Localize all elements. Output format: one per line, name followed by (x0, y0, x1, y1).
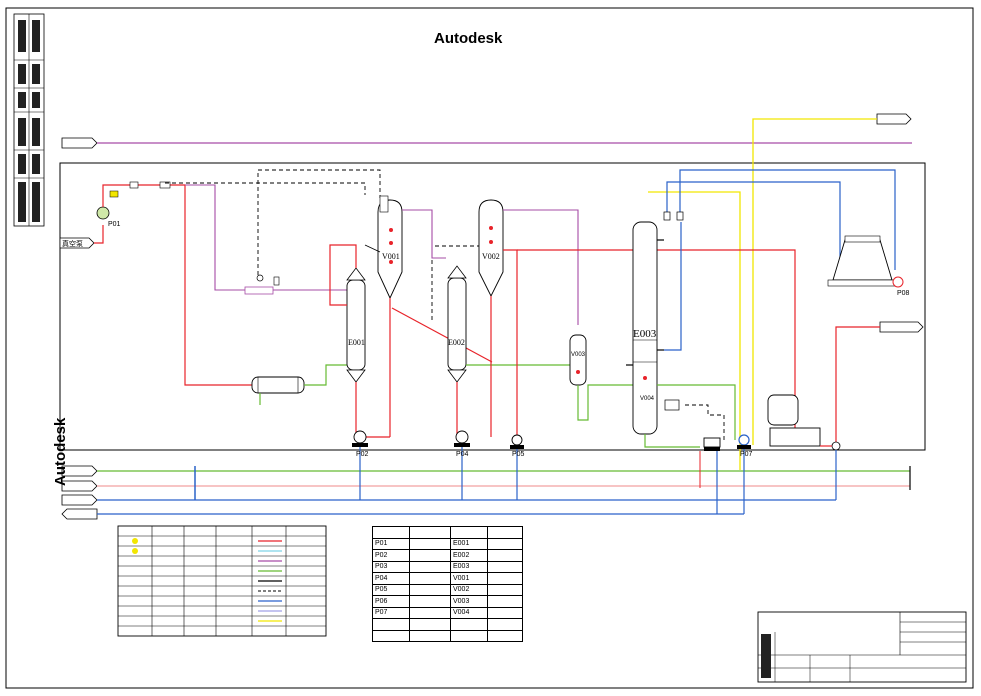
table-cell: P06 (372, 595, 410, 608)
table-cell: P02 (372, 549, 410, 562)
label-e003: E003 (633, 328, 657, 340)
side-title: Autodesk (52, 417, 69, 486)
table-cell (409, 537, 451, 550)
cooling-water-loop (664, 169, 896, 351)
vessel-e003 (626, 221, 736, 448)
table-cell (409, 595, 451, 608)
label-p05: P05 (512, 451, 525, 458)
table-cell (409, 606, 451, 619)
label-p04: P04 (456, 451, 469, 458)
table-cell: P05 (372, 583, 410, 596)
vessel-v003 (569, 334, 636, 421)
label-p07: P07 (740, 451, 753, 458)
table-cell (409, 629, 451, 642)
label-v003: V003 (571, 352, 586, 358)
table-cell: E003 (450, 560, 488, 573)
table-row: P04 V001 (372, 572, 523, 585)
label-p02: P02 (356, 451, 369, 458)
table-row: P02 E002 (372, 549, 523, 562)
vessel-v002 (478, 199, 796, 440)
table-cell (450, 629, 488, 642)
header-cell (409, 526, 451, 539)
label-e001: E001 (348, 338, 365, 347)
table-cell (487, 583, 523, 596)
label-v004: V004 (640, 396, 655, 402)
table-cell: E001 (450, 537, 488, 550)
table-row: P03 E003 (372, 560, 523, 573)
table-cell (372, 629, 410, 642)
table-cell: V003 (450, 595, 488, 608)
table-cell (450, 618, 488, 631)
pump-p04 (454, 430, 470, 447)
table-row: P06 V003 (372, 595, 523, 608)
table-cell (372, 618, 410, 631)
pump-p05 (510, 434, 524, 449)
vessel-e001 (329, 244, 366, 437)
table-cell (487, 629, 523, 642)
control-valve-1 (244, 274, 280, 295)
process-area-frame (59, 162, 926, 451)
table-cell: P03 (372, 560, 410, 573)
cooling-tower-p08 (827, 235, 904, 288)
table-cell (409, 583, 451, 596)
table-cell (487, 572, 523, 585)
process-header-pipe (61, 137, 912, 149)
tank-right (767, 394, 821, 447)
label-p01: P01 (108, 221, 121, 228)
table-cell (487, 595, 523, 608)
title-block (757, 611, 967, 683)
table-cell (409, 572, 451, 585)
page-title: Autodesk (434, 30, 503, 47)
pump-p02 (352, 430, 368, 447)
heat-exchanger-horizontal (251, 364, 348, 405)
pump-p01 (96, 181, 348, 386)
drawing-frame (5, 7, 974, 689)
header-cell (487, 526, 523, 539)
table-cell (409, 560, 451, 573)
table-row: P07 V004 (372, 606, 523, 619)
table-cell: E002 (450, 549, 488, 562)
pump-p06 (703, 437, 721, 451)
header-cell (450, 526, 488, 539)
table-cell: P04 (372, 572, 410, 585)
legend-table (117, 525, 327, 637)
pump-right (820, 441, 841, 451)
label-v001: V001 (382, 252, 400, 261)
flange-top (663, 211, 684, 221)
table-cell (487, 606, 523, 619)
transfer-line (391, 307, 493, 363)
equipment-table-header (372, 526, 523, 539)
label-p08: P08 (897, 290, 910, 297)
table-cell: P07 (372, 606, 410, 619)
utility-headers (61, 447, 911, 520)
table-cell: V001 (450, 572, 488, 585)
table-row (372, 629, 523, 642)
vacuum-inlet-arrow (59, 237, 95, 249)
pump-p07 (737, 434, 751, 449)
table-cell (487, 537, 523, 550)
table-cell (409, 618, 451, 631)
table-cell (409, 549, 451, 562)
table-row: P01 E001 (372, 537, 523, 550)
table-cell: P01 (372, 537, 410, 550)
table-cell (487, 560, 523, 573)
hot-water-line (648, 113, 912, 470)
vessel-v001 (356, 195, 446, 438)
outlet-arrow (879, 321, 924, 333)
vessel-e002 (447, 265, 578, 437)
table-cell: V004 (450, 606, 488, 619)
inlet-label: 真空泵 (62, 241, 83, 248)
table-cell (487, 618, 523, 631)
table-cell (487, 549, 523, 562)
label-v002: V002 (482, 252, 500, 261)
revision-strip (13, 13, 45, 227)
label-e002: E002 (448, 338, 465, 347)
table-row (372, 618, 523, 631)
header-cell (372, 526, 410, 539)
table-cell: V002 (450, 583, 488, 596)
table-row: P05 V002 (372, 583, 523, 596)
